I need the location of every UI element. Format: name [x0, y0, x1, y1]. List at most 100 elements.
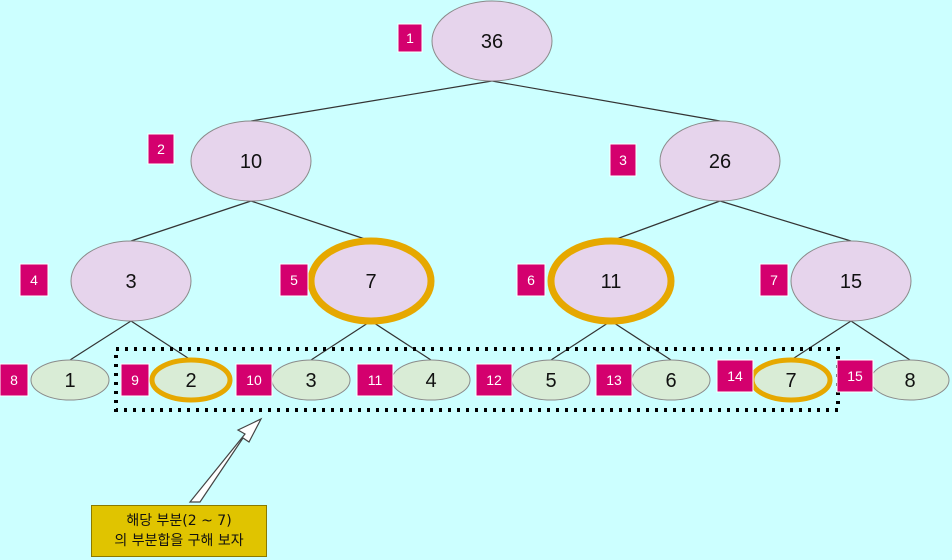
node-index-badge-9: 9	[120, 363, 150, 397]
node-value-5: 7	[365, 271, 376, 293]
node-index-badge-10: 10	[235, 363, 273, 397]
node-value-4: 3	[125, 271, 136, 293]
badge-box	[836, 359, 874, 393]
internal-node-ellipse	[70, 240, 192, 322]
tree-edges	[69, 80, 911, 361]
badge-box	[19, 263, 49, 297]
internal-node-ellipse	[659, 120, 781, 202]
tree-node-7: 15	[790, 240, 912, 322]
leaf-node-ellipse	[30, 359, 110, 401]
edge-5-10	[310, 320, 372, 361]
tree-node-15: 8	[870, 359, 950, 401]
internal-node-ellipse	[431, 0, 553, 82]
node-value-12: 5	[545, 370, 556, 392]
tree-node-1: 36	[431, 0, 553, 82]
node-index-badge-8: 8	[0, 363, 29, 397]
badge-index-label: 4	[30, 272, 38, 288]
internal-node-ellipse	[547, 237, 675, 325]
edge-1-2	[250, 80, 493, 122]
leaf-node-ellipse	[149, 357, 233, 403]
edge-4-8	[69, 320, 132, 361]
selected-range-box	[114, 347, 840, 412]
badge-index-label: 3	[619, 152, 627, 168]
internal-node-ellipse	[307, 237, 435, 325]
edge-6-13	[610, 320, 672, 361]
badge-box	[0, 363, 29, 397]
edge-1-3	[491, 80, 721, 122]
tree-node-3: 26	[659, 120, 781, 202]
internal-node-ellipse	[190, 120, 312, 202]
edge-4-9	[130, 320, 192, 361]
node-value-14: 7	[785, 370, 796, 392]
badge-box	[120, 363, 150, 397]
badge-box	[475, 363, 513, 397]
badge-index-label: 1	[406, 30, 414, 46]
node-index-badge-3: 3	[609, 143, 637, 177]
badge-box	[609, 143, 637, 177]
tree-node-13: 6	[631, 359, 711, 401]
node-index-badge-2: 2	[147, 133, 175, 165]
tree-node-10: 3	[271, 359, 351, 401]
badge-index-label: 8	[10, 372, 18, 388]
node-index-badge-7: 7	[759, 263, 789, 297]
badge-index-label: 2	[157, 141, 165, 157]
tree-node-2: 10	[190, 120, 312, 202]
node-value-1: 36	[481, 31, 503, 53]
tree-node-12: 5	[511, 359, 591, 401]
tree-node-14: 7	[749, 357, 833, 403]
node-value-7: 15	[840, 271, 862, 293]
callout-note: 해당 부분(2 ~ 7) 의 부분합을 구해 보자	[91, 505, 267, 557]
node-index-badge-4: 4	[19, 263, 49, 297]
badge-index-label: 9	[131, 372, 139, 388]
node-value-10: 3	[305, 370, 316, 392]
badge-index-label: 5	[290, 272, 298, 288]
node-value-15: 8	[904, 370, 915, 392]
node-value-13: 6	[665, 370, 676, 392]
badge-box	[716, 359, 754, 393]
node-value-6: 11	[601, 271, 622, 293]
node-index-badge-15: 15	[836, 359, 874, 393]
callout-line-1: 해당 부분(2 ~ 7)	[126, 513, 232, 529]
callout-arrow	[188, 417, 263, 503]
node-value-11: 4	[425, 370, 436, 392]
badge-box	[516, 263, 546, 297]
badge-box	[397, 23, 423, 53]
badge-box	[279, 263, 309, 297]
tree-node-5: 7	[307, 237, 435, 325]
edge-5-11	[370, 320, 432, 361]
node-value-9: 2	[185, 370, 196, 392]
badge-box	[759, 263, 789, 297]
edge-6-12	[550, 320, 612, 361]
edge-3-7	[719, 200, 852, 242]
badge-box	[595, 363, 633, 397]
edge-7-14	[790, 320, 852, 361]
node-value-3: 26	[709, 151, 731, 173]
node-value-8: 1	[64, 370, 75, 392]
badge-index-label: 12	[486, 372, 502, 388]
tree-node-6: 11	[547, 237, 675, 325]
node-index-badge-6: 6	[516, 263, 546, 297]
badge-box	[235, 363, 273, 397]
badge-box	[147, 133, 175, 165]
badge-index-label: 15	[847, 368, 863, 384]
node-value-2: 10	[240, 151, 262, 173]
node-index-badge-1: 1	[397, 23, 423, 53]
internal-node-ellipse	[790, 240, 912, 322]
badge-box	[356, 363, 394, 397]
badge-index-label: 6	[527, 272, 535, 288]
node-index-badge-13: 13	[595, 363, 633, 397]
tree-node-4: 3	[70, 240, 192, 322]
edge-2-5	[250, 200, 372, 242]
badge-index-label: 14	[727, 368, 743, 384]
node-index-badge-11: 11	[356, 363, 394, 397]
edge-3-6	[610, 200, 721, 242]
node-index-badge-14: 14	[716, 359, 754, 393]
edge-2-4	[130, 200, 252, 242]
node-index-badge-12: 12	[475, 363, 513, 397]
badge-index-label: 13	[606, 372, 622, 388]
badge-index-label: 7	[770, 272, 778, 288]
node-index-badge-5: 5	[279, 263, 309, 297]
